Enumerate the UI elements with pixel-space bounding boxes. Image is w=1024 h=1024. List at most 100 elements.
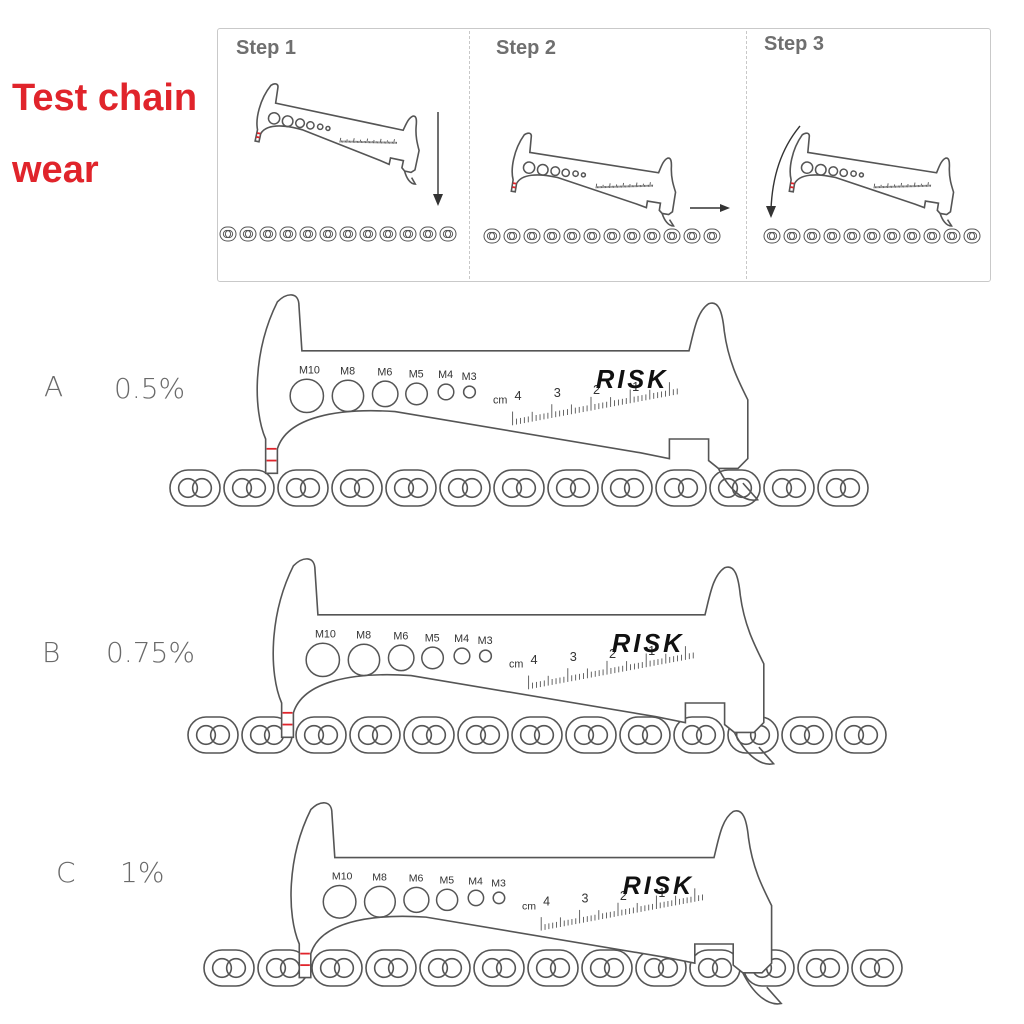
chain-roller bbox=[382, 229, 392, 239]
chain-link bbox=[419, 226, 437, 242]
chain-link bbox=[823, 228, 841, 244]
chain-roller bbox=[626, 231, 636, 241]
hole-size-label: M4 bbox=[468, 875, 483, 887]
chain-roller bbox=[609, 477, 631, 499]
gauge-hole bbox=[814, 163, 827, 176]
chain-roller bbox=[786, 231, 796, 241]
step-divider-1 bbox=[469, 31, 470, 279]
chain-link bbox=[543, 228, 561, 244]
gauge-hole bbox=[580, 172, 587, 178]
chain-roller bbox=[324, 229, 334, 239]
chain-roller bbox=[681, 724, 703, 746]
chain-link bbox=[439, 226, 457, 242]
ruler-tick bbox=[920, 183, 922, 188]
chain-roller bbox=[209, 724, 231, 746]
gauge-hole bbox=[421, 646, 445, 670]
ruler-number: 2 bbox=[593, 382, 600, 397]
ruler-number: 4 bbox=[531, 652, 538, 667]
chain-roller bbox=[481, 957, 503, 979]
chain-link bbox=[563, 228, 581, 244]
variant-c-percent: 1% bbox=[120, 856, 165, 889]
chain-roller bbox=[442, 229, 452, 239]
chain-roller bbox=[708, 231, 718, 241]
chain-roller bbox=[569, 477, 591, 499]
chain-roller bbox=[526, 231, 536, 241]
chain-roller bbox=[501, 477, 523, 499]
chain-link bbox=[483, 228, 501, 244]
gauge-hook bbox=[717, 468, 760, 501]
gauge-hole bbox=[561, 168, 571, 178]
chain-roller bbox=[402, 229, 412, 239]
chain-roller bbox=[319, 957, 341, 979]
gauge-hole bbox=[572, 170, 579, 178]
chain-roller bbox=[686, 231, 696, 241]
chain-link bbox=[331, 469, 383, 507]
chain-roller bbox=[211, 957, 233, 979]
chain-roller bbox=[766, 231, 776, 241]
gauge-body bbox=[290, 802, 773, 979]
red-marker bbox=[512, 186, 516, 189]
brand-logo: RISK bbox=[612, 630, 685, 658]
chain-link bbox=[673, 716, 725, 754]
chain-link bbox=[279, 226, 297, 242]
gauge-hole bbox=[281, 115, 294, 128]
chain-roller bbox=[264, 229, 274, 239]
gauge-hook bbox=[733, 732, 776, 765]
ruler-tick bbox=[886, 183, 889, 188]
chain-roller bbox=[441, 957, 463, 979]
chain-link bbox=[419, 949, 471, 987]
chain-roller bbox=[628, 231, 638, 241]
hole-size-label: M3 bbox=[491, 877, 506, 889]
chain-roller bbox=[573, 724, 595, 746]
chain-roller bbox=[371, 724, 393, 746]
chain-roller bbox=[362, 229, 372, 239]
chain-link bbox=[763, 228, 781, 244]
chain-roller bbox=[427, 957, 449, 979]
ruler-number: 1 bbox=[648, 643, 655, 658]
ruler-tick bbox=[346, 139, 348, 143]
chain-roller bbox=[785, 477, 807, 499]
ruler-tick bbox=[635, 182, 638, 188]
chain-roller bbox=[848, 231, 858, 241]
chain-roller bbox=[566, 231, 576, 241]
chain-roller bbox=[697, 957, 719, 979]
gauge-hole bbox=[467, 889, 485, 907]
chain-roller bbox=[373, 957, 395, 979]
gauge-hole bbox=[858, 172, 865, 178]
chain-roller bbox=[546, 231, 556, 241]
chain-roller bbox=[339, 477, 361, 499]
chain-roller bbox=[948, 231, 958, 241]
chain-link bbox=[603, 228, 621, 244]
chain-link bbox=[187, 716, 239, 754]
chain-roller bbox=[555, 477, 577, 499]
gauge-hole bbox=[850, 170, 857, 178]
chain-link bbox=[473, 949, 525, 987]
chain-roller bbox=[282, 229, 292, 239]
chain-roller bbox=[353, 477, 375, 499]
chain-roller bbox=[425, 724, 447, 746]
chain-link bbox=[843, 228, 861, 244]
red-marker bbox=[512, 182, 517, 185]
chain-link bbox=[379, 226, 397, 242]
chain-roller bbox=[548, 231, 558, 241]
chain-link bbox=[169, 469, 221, 507]
variant-a-percent: 0.5% bbox=[114, 372, 186, 405]
ruler-tick bbox=[372, 139, 375, 144]
chain-roller bbox=[643, 957, 665, 979]
gauge-hole bbox=[322, 884, 357, 919]
chain-link bbox=[797, 949, 849, 987]
chain-roller bbox=[447, 477, 469, 499]
chain-roller bbox=[908, 231, 918, 241]
chain-roller bbox=[648, 231, 658, 241]
chain-roller bbox=[819, 957, 841, 979]
chain-roller bbox=[242, 229, 252, 239]
chain-roller bbox=[244, 229, 254, 239]
hole-size-label: M5 bbox=[425, 632, 440, 644]
chain-roller bbox=[393, 477, 415, 499]
chain-roller bbox=[568, 231, 578, 241]
ruler-tick bbox=[927, 182, 929, 187]
chain-roller bbox=[627, 724, 649, 746]
chain-link bbox=[781, 716, 833, 754]
